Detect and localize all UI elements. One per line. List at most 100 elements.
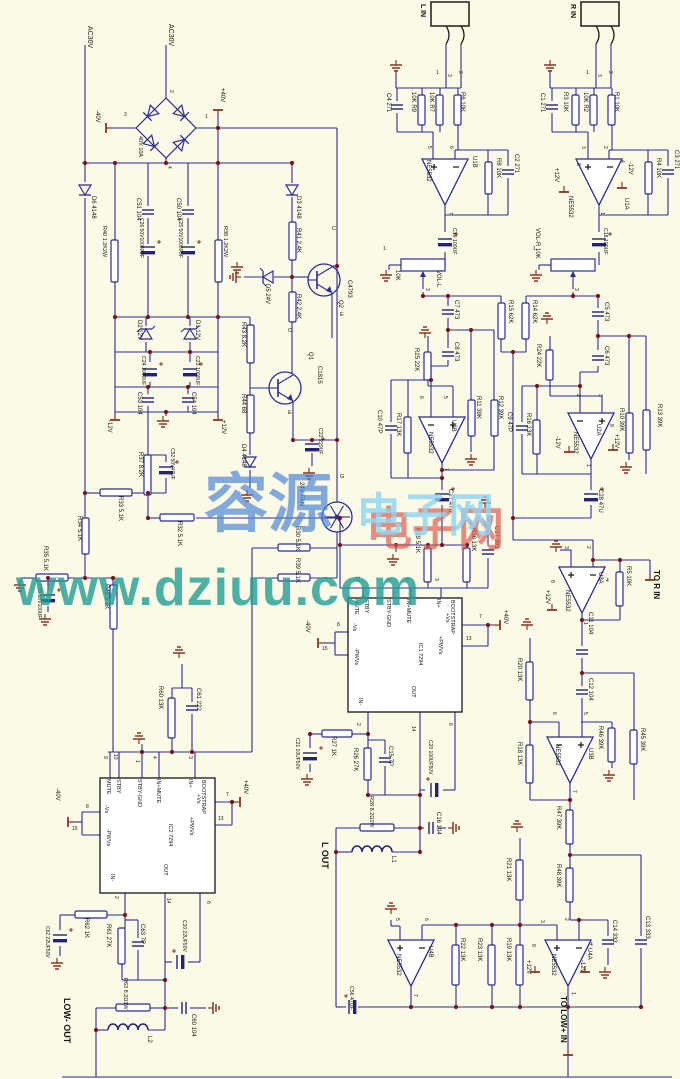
resistor <box>515 859 524 901</box>
label: 10K R7 <box>428 92 434 113</box>
label: 8 <box>530 944 536 947</box>
resistor <box>115 1003 151 1012</box>
label: C61 222 <box>195 688 201 711</box>
label: 14 <box>410 726 416 732</box>
ground-icon <box>620 462 632 474</box>
ground-icon <box>208 1002 220 1014</box>
label: C25 50V10000UF <box>177 218 183 258</box>
resistor <box>607 727 616 763</box>
audio-jack <box>580 1 620 45</box>
label: C50 104 <box>175 198 181 221</box>
label: 6 <box>447 723 453 726</box>
resistor <box>521 302 530 340</box>
opamp <box>574 158 624 207</box>
junction-dot <box>289 274 295 280</box>
label: C21 10UF50V <box>294 738 300 770</box>
junction-dot <box>163 409 169 415</box>
electrolytic-capacitor <box>141 240 161 255</box>
junction-dot <box>595 293 601 299</box>
resistor <box>487 944 496 986</box>
opamp <box>545 736 595 785</box>
label: 3 <box>539 920 545 923</box>
capacitor <box>186 705 198 711</box>
fan-icon <box>321 501 353 533</box>
label: IN+ <box>435 599 441 608</box>
label: 4 <box>403 578 409 581</box>
junction-dot <box>445 293 451 299</box>
junction-dot <box>576 917 582 923</box>
label: 3 <box>596 74 602 77</box>
ground-icon <box>448 822 460 834</box>
label: C54 104 <box>190 392 196 415</box>
junction-dot <box>112 160 118 166</box>
label: C7 473 <box>453 300 459 320</box>
bridge-rectifier <box>135 97 197 159</box>
label: R19 13K <box>505 938 511 961</box>
label: -12V <box>106 420 112 433</box>
transistor <box>307 263 341 297</box>
label: 5 <box>394 918 400 921</box>
label: 15 <box>72 826 78 832</box>
resistor <box>117 927 126 965</box>
inductor <box>107 1023 149 1031</box>
label: +40V <box>242 780 248 794</box>
junction-dot <box>189 749 195 755</box>
label: L OUT <box>320 842 330 869</box>
label: 4 <box>590 942 593 948</box>
label: 6 <box>448 146 454 149</box>
power-terminal-icon <box>564 446 574 453</box>
ground-icon <box>303 468 315 480</box>
junction-dot <box>147 349 153 355</box>
label: R41 2.4K <box>295 228 301 253</box>
ground-icon <box>530 270 542 282</box>
label: 8 <box>575 163 581 166</box>
label: C56 47UF <box>348 986 354 1010</box>
junction-dot <box>595 333 601 339</box>
label: R27 1K <box>330 736 336 756</box>
label: 3 <box>573 288 579 291</box>
power-terminal-icon <box>213 109 223 116</box>
resistor <box>571 94 580 126</box>
junction-dot <box>617 557 623 563</box>
label: 7 <box>226 792 229 798</box>
resistor <box>462 547 471 583</box>
label: R35 5.1K <box>42 546 48 571</box>
ground-icon <box>14 580 26 592</box>
label: R48 39K <box>555 864 561 887</box>
label: C1815 <box>316 366 322 384</box>
power-terminal-icon <box>213 414 223 421</box>
label: +12V <box>544 590 550 604</box>
resistor <box>644 161 653 195</box>
label: R17 13K <box>395 413 401 436</box>
power-terminal-icon <box>645 574 655 581</box>
label: 4 <box>151 756 157 759</box>
label: 2 <box>355 723 361 726</box>
label: L IN <box>419 4 426 17</box>
label: NE5532 <box>554 744 560 766</box>
opamp <box>543 939 593 988</box>
label: -12V <box>627 162 633 175</box>
ground-icon <box>544 60 556 72</box>
capacitor <box>379 757 391 763</box>
label: C12 104 <box>587 678 593 701</box>
label: C9 47P <box>506 412 512 432</box>
label: R6 10K <box>459 92 465 112</box>
power-terminal-icon <box>234 797 241 807</box>
label: R3 10K <box>562 92 568 112</box>
label: R45 39K <box>639 728 645 751</box>
junction-dot <box>185 314 191 320</box>
resistor <box>403 416 412 454</box>
junction-dot <box>408 1004 414 1010</box>
ground-icon <box>39 614 51 626</box>
label: NE5532 <box>572 432 578 454</box>
ground-icon <box>301 774 313 786</box>
ground-icon <box>465 454 477 466</box>
label: NE5532 <box>425 160 431 182</box>
capacitor <box>182 397 194 403</box>
label: C20 100UF50V <box>427 740 433 775</box>
electrolytic-capacitor <box>438 232 458 247</box>
label: 3 <box>187 756 193 759</box>
label: C1 271 <box>539 93 545 113</box>
label: 5 <box>582 712 588 715</box>
ground-icon <box>157 416 169 428</box>
